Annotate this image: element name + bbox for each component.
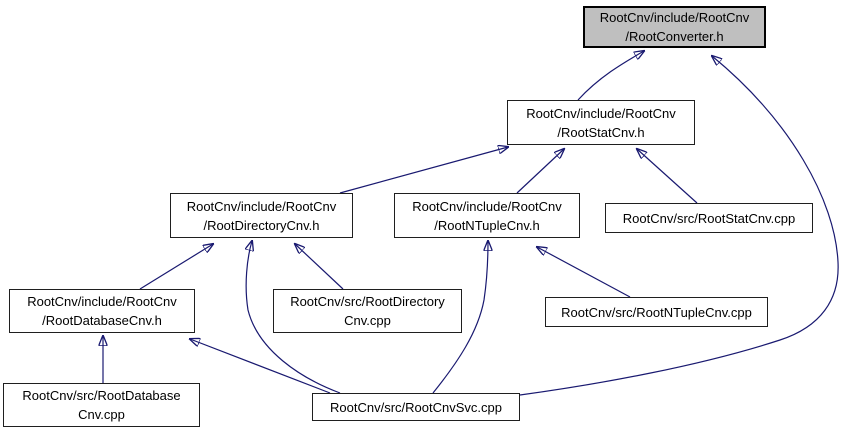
edge-rootcnvsvc-cpp-to-rootdirectorycnv-h	[246, 241, 341, 394]
edge-rootstatcnv-cpp-to-rootstatcnv-h	[637, 149, 698, 204]
node-rootdatabasecnv-cpp[interactable]: RootCnv/src/RootDatabase Cnv.cpp	[3, 383, 200, 427]
node-rootntuplecnv-cpp[interactable]: RootCnv/src/RootNTupleCnv.cpp	[545, 297, 768, 327]
edge-rootstatcnv-h-to-rootconverter-h	[577, 51, 644, 101]
edge-rootdatabasecnv-h-to-rootdirectorycnv-h	[139, 244, 213, 290]
node-rootdatabasecnv-h[interactable]: RootCnv/include/RootCnv /RootDatabaseCnv…	[9, 289, 195, 333]
edge-rootntuplecnv-cpp-to-rootntuplecnv-h	[537, 247, 631, 298]
edge-rootdirectorycnv-cpp-to-rootdirectorycnv-h	[295, 244, 344, 290]
node-rootcnvsvc-cpp[interactable]: RootCnv/src/RootCnvSvc.cpp	[312, 393, 520, 421]
node-rootconverter-h: RootCnv/include/RootCnv /RootConverter.h	[583, 6, 766, 48]
edge-rootcnvsvc-cpp-to-rootconverter-h	[519, 56, 839, 396]
node-rootdirectorycnv-h[interactable]: RootCnv/include/RootCnv /RootDirectoryCn…	[170, 193, 353, 238]
node-rootstatcnv-cpp[interactable]: RootCnv/src/RootStatCnv.cpp	[605, 203, 813, 233]
edge-rootcnvsvc-cpp-to-rootntuplecnv-h	[432, 241, 488, 394]
node-rootdirectorycnv-cpp[interactable]: RootCnv/src/RootDirectory Cnv.cpp	[273, 289, 462, 333]
edge-rootntuplecnv-h-to-rootstatcnv-h	[516, 149, 564, 194]
edge-rootcnvsvc-cpp-to-rootdatabasecnv-h	[190, 339, 331, 394]
edge-rootdirectorycnv-h-to-rootstatcnv-h	[339, 147, 508, 194]
node-rootstatcnv-h[interactable]: RootCnv/include/RootCnv /RootStatCnv.h	[507, 100, 695, 145]
node-rootntuplecnv-h[interactable]: RootCnv/include/RootCnv /RootNTupleCnv.h	[394, 193, 580, 238]
